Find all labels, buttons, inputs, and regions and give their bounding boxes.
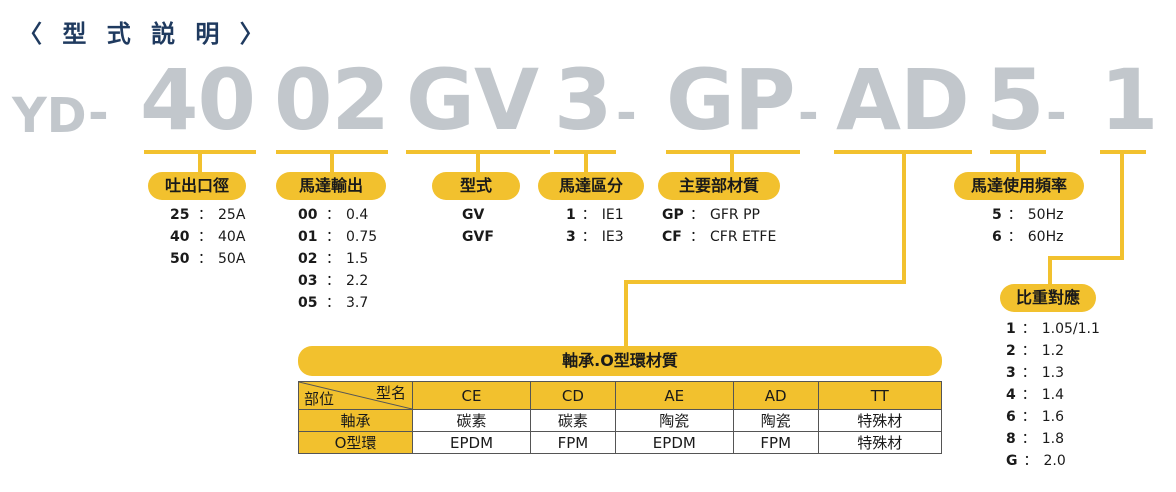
table-cell: 碳素 [530, 409, 616, 432]
model-prefix: YD [12, 88, 87, 144]
connector [198, 150, 202, 172]
page-title: 〈 型 式 説 明 〉 [18, 20, 270, 48]
option-item: 40：40A [170, 229, 246, 245]
options-motor-class: 1：IE1 3：IE3 [566, 204, 624, 248]
option-item: 50：50A [170, 251, 246, 267]
table-cell: 陶瓷 [614, 409, 734, 432]
table-cell: FPM [530, 431, 616, 454]
connector-bearing [624, 280, 906, 284]
table-cell: EPDM [614, 431, 734, 454]
table-header-row: 型名 部位 CE CD AE AD TT [298, 381, 943, 410]
option-item: 02：1.5 [298, 251, 369, 267]
table-cell: 特殊材 [817, 431, 943, 454]
label-main-material: 主要部材質 [658, 172, 780, 200]
model-part-motor-class: 3 [554, 51, 612, 149]
options-gravity: 1：1.05/1.1 2：1.2 3：1.3 4：1.4 6：1.6 8：1.8… [1006, 318, 1100, 472]
table-cell: EPDM [411, 431, 532, 454]
option-item: 25：25A [170, 207, 246, 223]
option-item: 3：IE3 [566, 229, 624, 245]
table-cell: 陶瓷 [732, 409, 819, 432]
option-item: 00：0.4 [298, 207, 369, 223]
options-type: GV GVF [462, 204, 494, 248]
model-part-motor-output: 02 [274, 51, 390, 149]
row-header: 軸承 [298, 409, 413, 432]
connector [730, 150, 734, 172]
label-gravity: 比重對應 [1000, 284, 1096, 312]
table-cell: 碳素 [411, 409, 532, 432]
label-frequency: 馬達使用頻率 [954, 172, 1084, 200]
column-header: AE [614, 381, 734, 410]
option-item: 6：60Hz [992, 229, 1064, 245]
diagonal-line [299, 382, 412, 409]
connector-gravity [1048, 256, 1052, 284]
option-item: 2：1.2 [1006, 343, 1065, 359]
label-bearing-material: 軸承.O型環材質 [298, 346, 942, 376]
option-item: 4：1.4 [1006, 387, 1065, 403]
table-row: O型環 EPDM FPM EPDM FPM 特殊材 [298, 431, 943, 454]
model-part-outlet: 40 [140, 51, 256, 149]
table-corner-cell: 型名 部位 [298, 381, 413, 410]
model-part-frequency: 5 [986, 51, 1044, 149]
connector-bearing [624, 280, 628, 348]
column-header: AD [732, 381, 819, 410]
connector-gravity [1048, 256, 1124, 260]
option-item: GV [462, 207, 485, 223]
option-item: 03：2.2 [298, 273, 369, 289]
model-part-bearing: AD [836, 51, 970, 149]
model-part-gravity: 1 [1100, 51, 1158, 149]
option-item: 6：1.6 [1006, 409, 1065, 425]
options-motor-output: 00：0.4 01：0.75 02：1.5 03：2.2 05：3.7 [298, 204, 377, 314]
model-dash: - [616, 84, 637, 142]
connector [1016, 150, 1020, 172]
bearing-material-table: 型名 部位 CE CD AE AD TT 軸承 碳素 碳素 陶瓷 陶瓷 特殊材 … [298, 381, 943, 454]
row-header: O型環 [298, 431, 413, 454]
label-outlet: 吐出口徑 [148, 172, 246, 200]
model-dash: - [798, 84, 819, 142]
option-item: 01：0.75 [298, 229, 378, 245]
corner-label-part: 部位 [304, 390, 335, 408]
option-item: 1：1.05/1.1 [1006, 321, 1100, 337]
option-item: 8：1.8 [1006, 431, 1065, 447]
option-item: CF：CFR ETFE [662, 229, 777, 245]
column-header: CE [411, 381, 532, 410]
option-item: G：2.0 [1006, 453, 1066, 469]
model-dash: - [1046, 84, 1067, 142]
options-frequency: 5：50Hz 6：60Hz [992, 204, 1063, 248]
model-dash: - [88, 84, 109, 142]
option-item: 3：1.3 [1006, 365, 1065, 381]
label-motor-class: 馬達區分 [538, 172, 644, 200]
table-cell: FPM [732, 431, 819, 454]
model-part-material: GP [666, 51, 796, 149]
table-cell: 特殊材 [817, 409, 943, 432]
label-motor-output: 馬達輸出 [276, 172, 386, 200]
option-item: 1：IE1 [566, 207, 624, 223]
connector [476, 150, 480, 172]
connector-gravity [1120, 150, 1124, 258]
option-item: 5：50Hz [992, 207, 1064, 223]
option-item: 05：3.7 [298, 295, 369, 311]
connector [584, 150, 588, 172]
model-part-type: GV [406, 51, 539, 149]
option-item: GP：GFR PP [662, 207, 760, 223]
corner-label-model: 型名 [375, 384, 406, 402]
column-header: TT [817, 381, 943, 410]
table-row: 軸承 碳素 碳素 陶瓷 陶瓷 特殊材 [298, 409, 943, 432]
column-header: CD [530, 381, 616, 410]
connector-bearing [902, 150, 906, 282]
options-outlet: 25：25A 40：40A 50：50A [170, 204, 245, 270]
label-type: 型式 [432, 172, 520, 200]
connector [330, 150, 334, 172]
options-main-material: GP：GFR PP CF：CFR ETFE [662, 204, 776, 248]
option-item: GVF [462, 229, 494, 245]
